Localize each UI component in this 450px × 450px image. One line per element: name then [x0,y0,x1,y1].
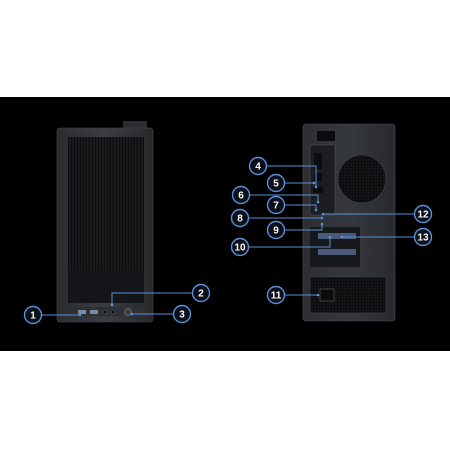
callout-ring-2 [191,283,211,303]
callout-ring-13 [413,227,433,247]
callout-badge-2: 2 [191,283,211,303]
rear-psu-socket [319,288,335,302]
callout-anchor-10 [328,235,332,239]
rear-top-handle [317,131,335,141]
callout-anchor-5 [312,181,316,185]
callout-anchor-6 [316,200,320,204]
callout-leaders [41,165,415,317]
callout-label-9: 9 [273,226,279,237]
rear-fan [337,154,387,204]
callout-label-10: 10 [234,243,246,254]
callout-label-2: 2 [198,289,204,300]
rear-port-block-c [313,187,323,193]
front-usb-port-1 [78,310,86,314]
callout-badge-3: 3 [172,304,192,324]
callout-anchor-2 [110,303,114,307]
callout-label-3: 3 [179,310,185,321]
callout-anchor-12 [321,212,325,216]
front-power-button [124,308,132,316]
callout-badge-13: 13 [413,227,433,247]
rear-slot-1 [318,233,356,239]
callout-anchor-3 [130,312,134,316]
callout-anchor-8 [320,216,324,220]
callout-ring-3 [172,304,192,324]
callout-ring-1 [23,305,43,325]
callout-badge-10: 10 [230,237,250,257]
callout-anchor-9 [320,222,324,226]
callout-ring-12 [413,204,433,224]
front-audio-jack-1 [102,309,108,315]
callout-ring-11 [266,285,286,305]
callout-ring-10 [230,237,250,257]
callout-label-11: 11 [271,291,282,302]
front-lower-panel [68,270,144,303]
callout-leader-9 [284,224,323,231]
rear-port-block-b [314,173,322,181]
callout-anchor-1 [78,313,82,317]
callout-leader-10 [248,237,331,248]
callout-label-1: 1 [30,311,36,322]
callout-leader-4 [266,165,317,187]
callout-badge-7: 7 [266,195,286,215]
callout-label-5: 5 [273,179,279,190]
callout-badge-8: 8 [230,208,250,228]
callout-ring-5 [266,173,286,193]
callout-label-7: 7 [273,201,279,212]
callout-label-4: 4 [255,162,261,173]
callout-badge-11: 11 [266,285,286,305]
front-audio-jack-2 [110,309,116,315]
callout-ring-6 [231,185,251,205]
callout-anchor-13 [340,235,344,239]
callout-label-6: 6 [238,191,244,202]
front-usb-port-2 [90,310,98,314]
callout-leader-2 [111,292,193,305]
callout-anchor-11 [316,293,320,297]
callout-ring-4 [248,156,268,176]
front-view [56,121,154,323]
callout-ring-9 [266,220,286,240]
callout-badge-5: 5 [266,173,286,193]
rear-view [302,123,396,322]
callout-label-8: 8 [237,214,243,225]
callout-badge-12: 12 [413,204,433,224]
callout-badge-6: 6 [231,185,251,205]
callout-label-13: 13 [417,233,429,244]
callout-anchor-4 [314,185,318,189]
callout-badge-9: 9 [266,220,286,240]
front-fin-grille [68,137,144,270]
callout-leader-7 [284,204,317,210]
callout-badge-4: 4 [248,156,268,176]
callout-ring-7 [266,195,286,215]
rear-slot-2 [318,249,356,255]
callout-leader-6 [249,194,319,202]
rear-port-block-a [314,153,322,169]
callout-badge-1: 1 [23,305,43,325]
callout-ring-8 [230,208,250,228]
callout-anchor-7 [314,208,318,212]
callout-label-12: 12 [417,210,429,221]
